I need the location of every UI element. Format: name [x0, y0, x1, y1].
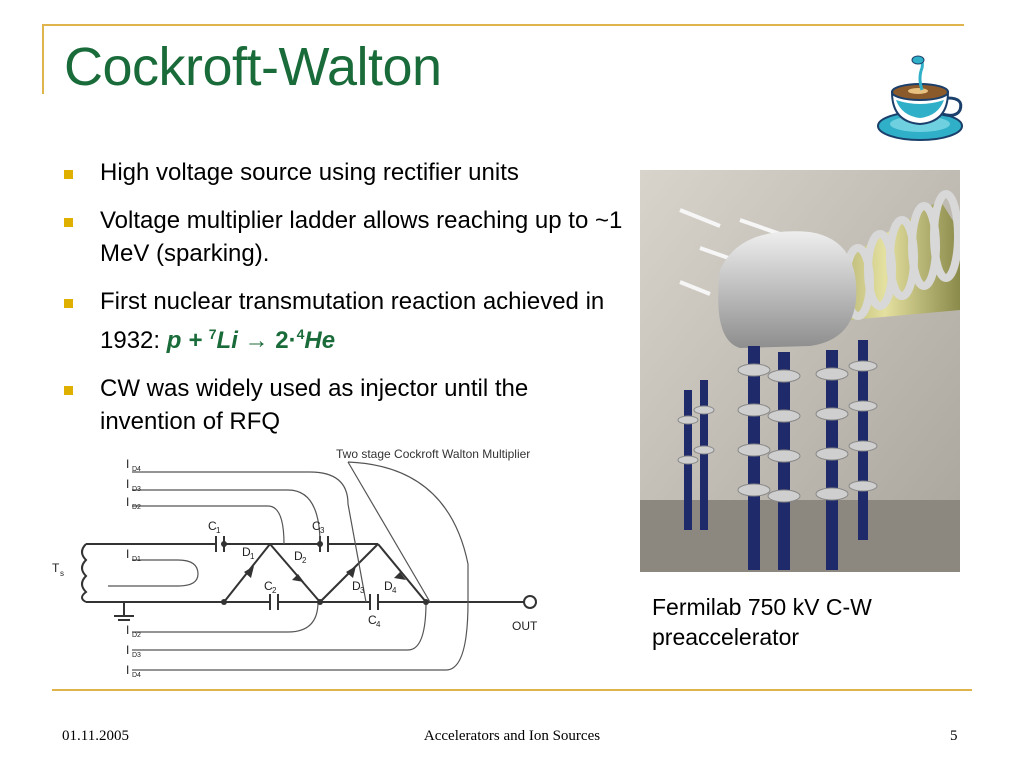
- svg-text:C: C: [312, 519, 321, 533]
- svg-text:D: D: [384, 579, 393, 593]
- footer-rule: [52, 689, 972, 691]
- svg-text:C: C: [264, 579, 273, 593]
- top-rule: [42, 24, 964, 26]
- bullet-item: High voltage source using rectifier unit…: [64, 156, 624, 189]
- bullet-item: First nuclear transmutation reaction ach…: [64, 285, 624, 357]
- svg-text:I: I: [126, 547, 129, 561]
- svg-text:I: I: [126, 477, 129, 491]
- svg-text:D3: D3: [132, 486, 141, 493]
- photo-caption: Fermilab 750 kV C-W preaccelerator: [652, 594, 872, 650]
- svg-text:D: D: [294, 549, 303, 563]
- svg-text:2: 2: [272, 586, 277, 595]
- svg-text:I: I: [126, 457, 129, 471]
- bullet-item: Voltage multiplier ladder allows reachin…: [64, 204, 624, 270]
- svg-text:1: 1: [216, 526, 221, 535]
- svg-text:C: C: [368, 613, 377, 627]
- bullet-square: [64, 299, 73, 308]
- svg-text:OUT: OUT: [512, 619, 538, 633]
- svg-text:T: T: [52, 561, 60, 575]
- footer-title: Accelerators and Ion Sources: [423, 728, 601, 744]
- svg-text:D: D: [242, 545, 251, 559]
- bullet-list: High voltage source using rectifier unit…: [64, 156, 624, 453]
- bullet-square: [64, 170, 73, 179]
- coffee-cup-icon: [877, 55, 963, 141]
- svg-text:I: I: [126, 643, 129, 657]
- svg-text:D2: D2: [132, 632, 141, 639]
- svg-text:C: C: [208, 519, 217, 533]
- svg-text:2: 2: [302, 556, 307, 565]
- svg-text:1: 1: [250, 552, 255, 561]
- svg-text:D2: D2: [132, 504, 141, 511]
- svg-text:D4: D4: [132, 466, 141, 473]
- svg-text:s: s: [60, 569, 64, 578]
- svg-text:D4: D4: [132, 672, 141, 679]
- left-rule: [42, 24, 44, 94]
- page-number: 5: [950, 728, 958, 744]
- svg-text:4: 4: [376, 620, 381, 629]
- svg-text:I: I: [126, 663, 129, 677]
- bullet-square: [64, 218, 73, 227]
- cw-preaccelerator-photo: [640, 170, 960, 572]
- svg-text:3: 3: [360, 586, 365, 595]
- bullet-square: [64, 386, 73, 395]
- footer-date: 01.11.2005: [62, 728, 129, 744]
- bullet-item: CW was widely used as injector until the…: [64, 372, 624, 438]
- reaction-formula: p + 7Li → 2·4He: [166, 326, 336, 354]
- svg-text:D1: D1: [132, 556, 141, 563]
- cockroft-walton-circuit-diagram: Two stage Cockroft Walton Multiplier: [52, 447, 538, 679]
- svg-text:D: D: [352, 579, 361, 593]
- svg-text:I: I: [126, 495, 129, 509]
- svg-text:4: 4: [392, 586, 397, 595]
- svg-text:D3: D3: [132, 652, 141, 659]
- svg-text:I: I: [126, 623, 129, 637]
- svg-text:3: 3: [320, 526, 325, 535]
- slide-title: Cockroft-Walton: [64, 37, 442, 97]
- diagram-title: Two stage Cockroft Walton Multiplier: [336, 447, 530, 461]
